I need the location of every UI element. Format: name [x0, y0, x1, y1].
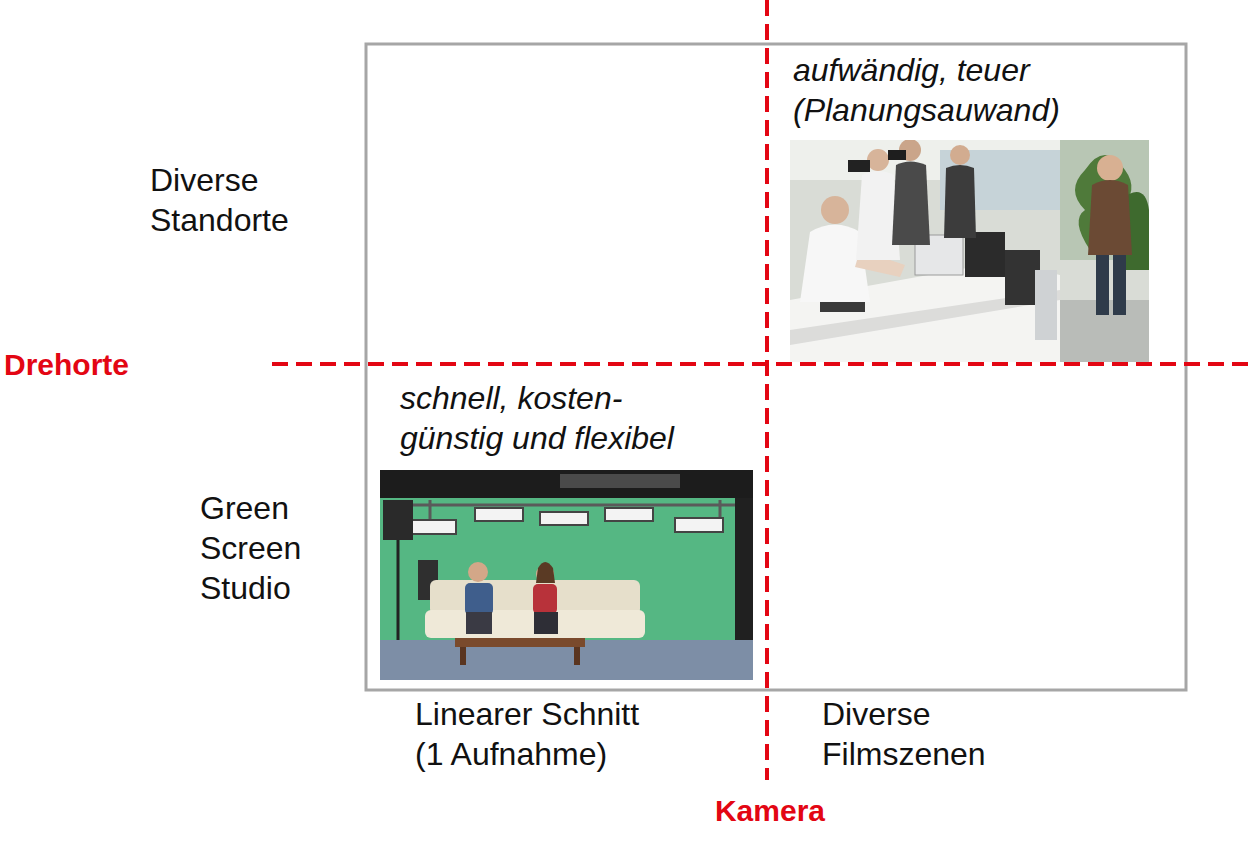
office-photo: [1097, 155, 1123, 181]
office-photo: [848, 160, 870, 172]
quadrant-note-box: aufwändig, teuer (Planungsauwand): [793, 50, 1123, 130]
green-screen-photo: [533, 584, 557, 614]
green-screen-photo: [380, 470, 753, 498]
green-screen-photo: [675, 518, 723, 532]
green-screen-photo: [380, 470, 753, 680]
office-photo: [1088, 180, 1132, 255]
row-label: Green Screen Studio: [200, 488, 350, 608]
column-label: Diverse Filmszenen: [822, 694, 1022, 774]
green-screen-photo: [383, 500, 413, 540]
green-screen-photo: [605, 508, 653, 521]
office-photo: [1035, 270, 1057, 340]
row-label-box: Diverse Standorte: [150, 160, 350, 240]
office-photo: [821, 196, 849, 224]
green-screen-photo: [380, 470, 753, 680]
row-label-box: Green Screen Studio: [200, 488, 350, 608]
quadrant-note-box: schnell, kosten- günstig und flexibel: [400, 378, 720, 458]
green-screen-photo: [430, 580, 640, 615]
office-photo: [790, 140, 1149, 362]
camera-axis-line: [765, 0, 769, 780]
office-photo: [867, 149, 889, 171]
row-label: Diverse Standorte: [150, 160, 350, 240]
green-screen-photo: [536, 562, 555, 583]
green-screen-photo: [455, 638, 585, 647]
green-screen-photo: [534, 612, 558, 634]
green-screen-photo: [465, 583, 493, 615]
office-photo: [1113, 255, 1126, 315]
office-photo: [1005, 250, 1040, 305]
green-screen-photo: [380, 470, 753, 680]
green-screen-photo: [425, 610, 645, 638]
axis-title-box: Drehorte: [4, 346, 204, 384]
green-screen-photo: [466, 612, 492, 634]
green-screen-photo: [408, 520, 456, 534]
matrix-frame: [366, 44, 1186, 690]
office-photo: [1096, 255, 1109, 315]
quadrant-note: aufwändig, teuer (Planungsauwand): [793, 50, 1123, 130]
office-photo: [856, 171, 900, 260]
quadrant-note: schnell, kosten- günstig und flexibel: [400, 378, 720, 458]
column-label-box: Diverse Filmszenen: [822, 694, 1022, 774]
office-photo: [888, 150, 906, 160]
office-photo: [944, 165, 976, 238]
green-screen-photo: [540, 512, 588, 525]
green-screen-photo: [475, 508, 523, 521]
column-label-box: Linearer Schnitt (1 Aufnahme): [415, 694, 665, 774]
office-photo: [790, 140, 1149, 362]
green-screen-photo: [460, 647, 466, 665]
office-photo: [965, 232, 1005, 277]
green-screen-photo: [468, 562, 488, 582]
column-label: Linearer Schnitt (1 Aufnahme): [415, 694, 665, 774]
axis-title: Drehorte: [4, 346, 204, 384]
axis-title-box: Kamera: [670, 792, 870, 830]
axis-title: Kamera: [670, 792, 870, 830]
green-screen-photo: [560, 474, 680, 488]
office-photo: [950, 145, 970, 165]
location-axis-line: [272, 362, 1255, 366]
green-screen-photo: [574, 647, 580, 665]
office-photo: [892, 162, 930, 246]
office-photo: [790, 139, 1149, 362]
